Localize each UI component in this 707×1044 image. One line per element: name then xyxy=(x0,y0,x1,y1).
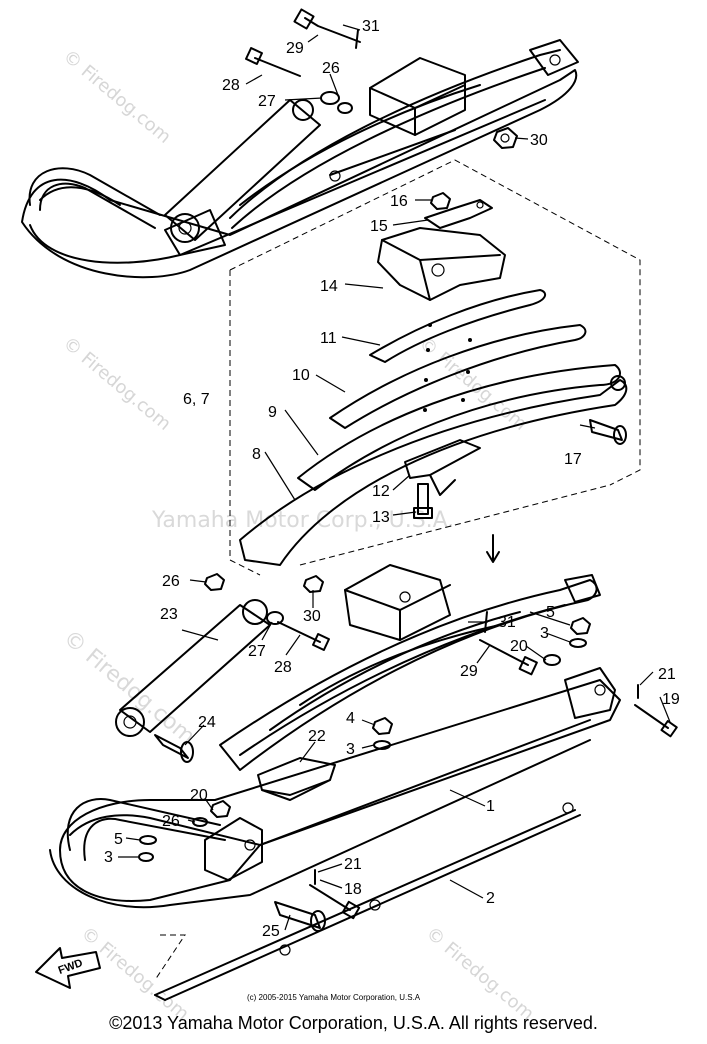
callout-27: 27 xyxy=(258,93,276,110)
callout-23: 23 xyxy=(160,606,178,623)
callout-29: 29 xyxy=(286,40,304,57)
fwd-label: FWD xyxy=(57,957,85,977)
callout-31: 31 xyxy=(362,18,380,35)
callout-3: 3 xyxy=(104,849,113,866)
callout-26: 26 xyxy=(322,60,340,77)
watermark-firedog: © Firedog.com xyxy=(422,923,538,1025)
callout-5: 5 xyxy=(114,831,123,848)
callout-30: 30 xyxy=(303,608,321,625)
watermark-firedog: © Firedog.com xyxy=(59,333,175,435)
watermark-firedog: © Firedog.com xyxy=(59,46,175,148)
callout-3: 3 xyxy=(540,625,549,642)
watermark-firedog: © Firedog.com xyxy=(58,625,199,749)
callout-27: 27 xyxy=(248,643,266,660)
top-ski-assembly xyxy=(21,8,579,279)
callout-8: 8 xyxy=(252,446,261,463)
callout-16: 16 xyxy=(390,193,408,210)
exploded-spring-stack xyxy=(239,192,628,566)
callout-28: 28 xyxy=(274,659,292,676)
callout-18: 18 xyxy=(344,881,362,898)
callout-12: 12 xyxy=(372,483,390,500)
callout-13: 13 xyxy=(372,509,390,526)
watermark-firedog: © Firedog.com xyxy=(77,923,193,1025)
callout-5: 5 xyxy=(546,604,555,621)
callout-28: 28 xyxy=(222,77,240,94)
callout-26: 26 xyxy=(162,573,180,590)
callout-14: 14 xyxy=(320,278,338,295)
callout-20: 20 xyxy=(190,787,208,804)
bottom-ski-assembly xyxy=(35,564,678,1001)
callout-20: 20 xyxy=(510,638,528,655)
callout-3: 3 xyxy=(346,741,355,758)
callout-19: 19 xyxy=(662,691,680,708)
callout-6-7: 6, 7 xyxy=(183,391,210,408)
callout-4: 4 xyxy=(346,710,355,727)
callouts: 31 29 28 26 27 30 16 15 14 11 10 6, 7 9 … xyxy=(104,18,680,940)
callout-9: 9 xyxy=(268,404,277,421)
callout-21: 21 xyxy=(658,666,676,683)
callout-25: 25 xyxy=(262,923,280,940)
leader-lines xyxy=(118,24,671,931)
callout-21: 21 xyxy=(344,856,362,873)
callout-11: 11 xyxy=(320,330,337,347)
copyright-footer: ©2013 Yamaha Motor Corporation, U.S.A. A… xyxy=(109,1013,598,1033)
callout-15: 15 xyxy=(370,218,388,235)
callout-24: 24 xyxy=(198,714,216,731)
callout-30: 30 xyxy=(530,132,548,149)
callout-17: 17 xyxy=(564,451,582,468)
callout-1: 1 xyxy=(486,798,495,815)
fine-print: (c) 2005-2015 Yamaha Motor Corporation, … xyxy=(247,993,421,1002)
callout-22: 22 xyxy=(308,728,326,745)
watermark-yamaha: Yamaha Motor Corp., U.S.A. xyxy=(151,508,454,533)
callout-26: 26 xyxy=(162,813,180,830)
callout-31: 31 xyxy=(498,614,516,631)
callout-2: 2 xyxy=(486,890,495,907)
callout-29: 29 xyxy=(460,663,478,680)
exploded-view-frame xyxy=(229,159,641,576)
callout-10: 10 xyxy=(292,367,310,384)
